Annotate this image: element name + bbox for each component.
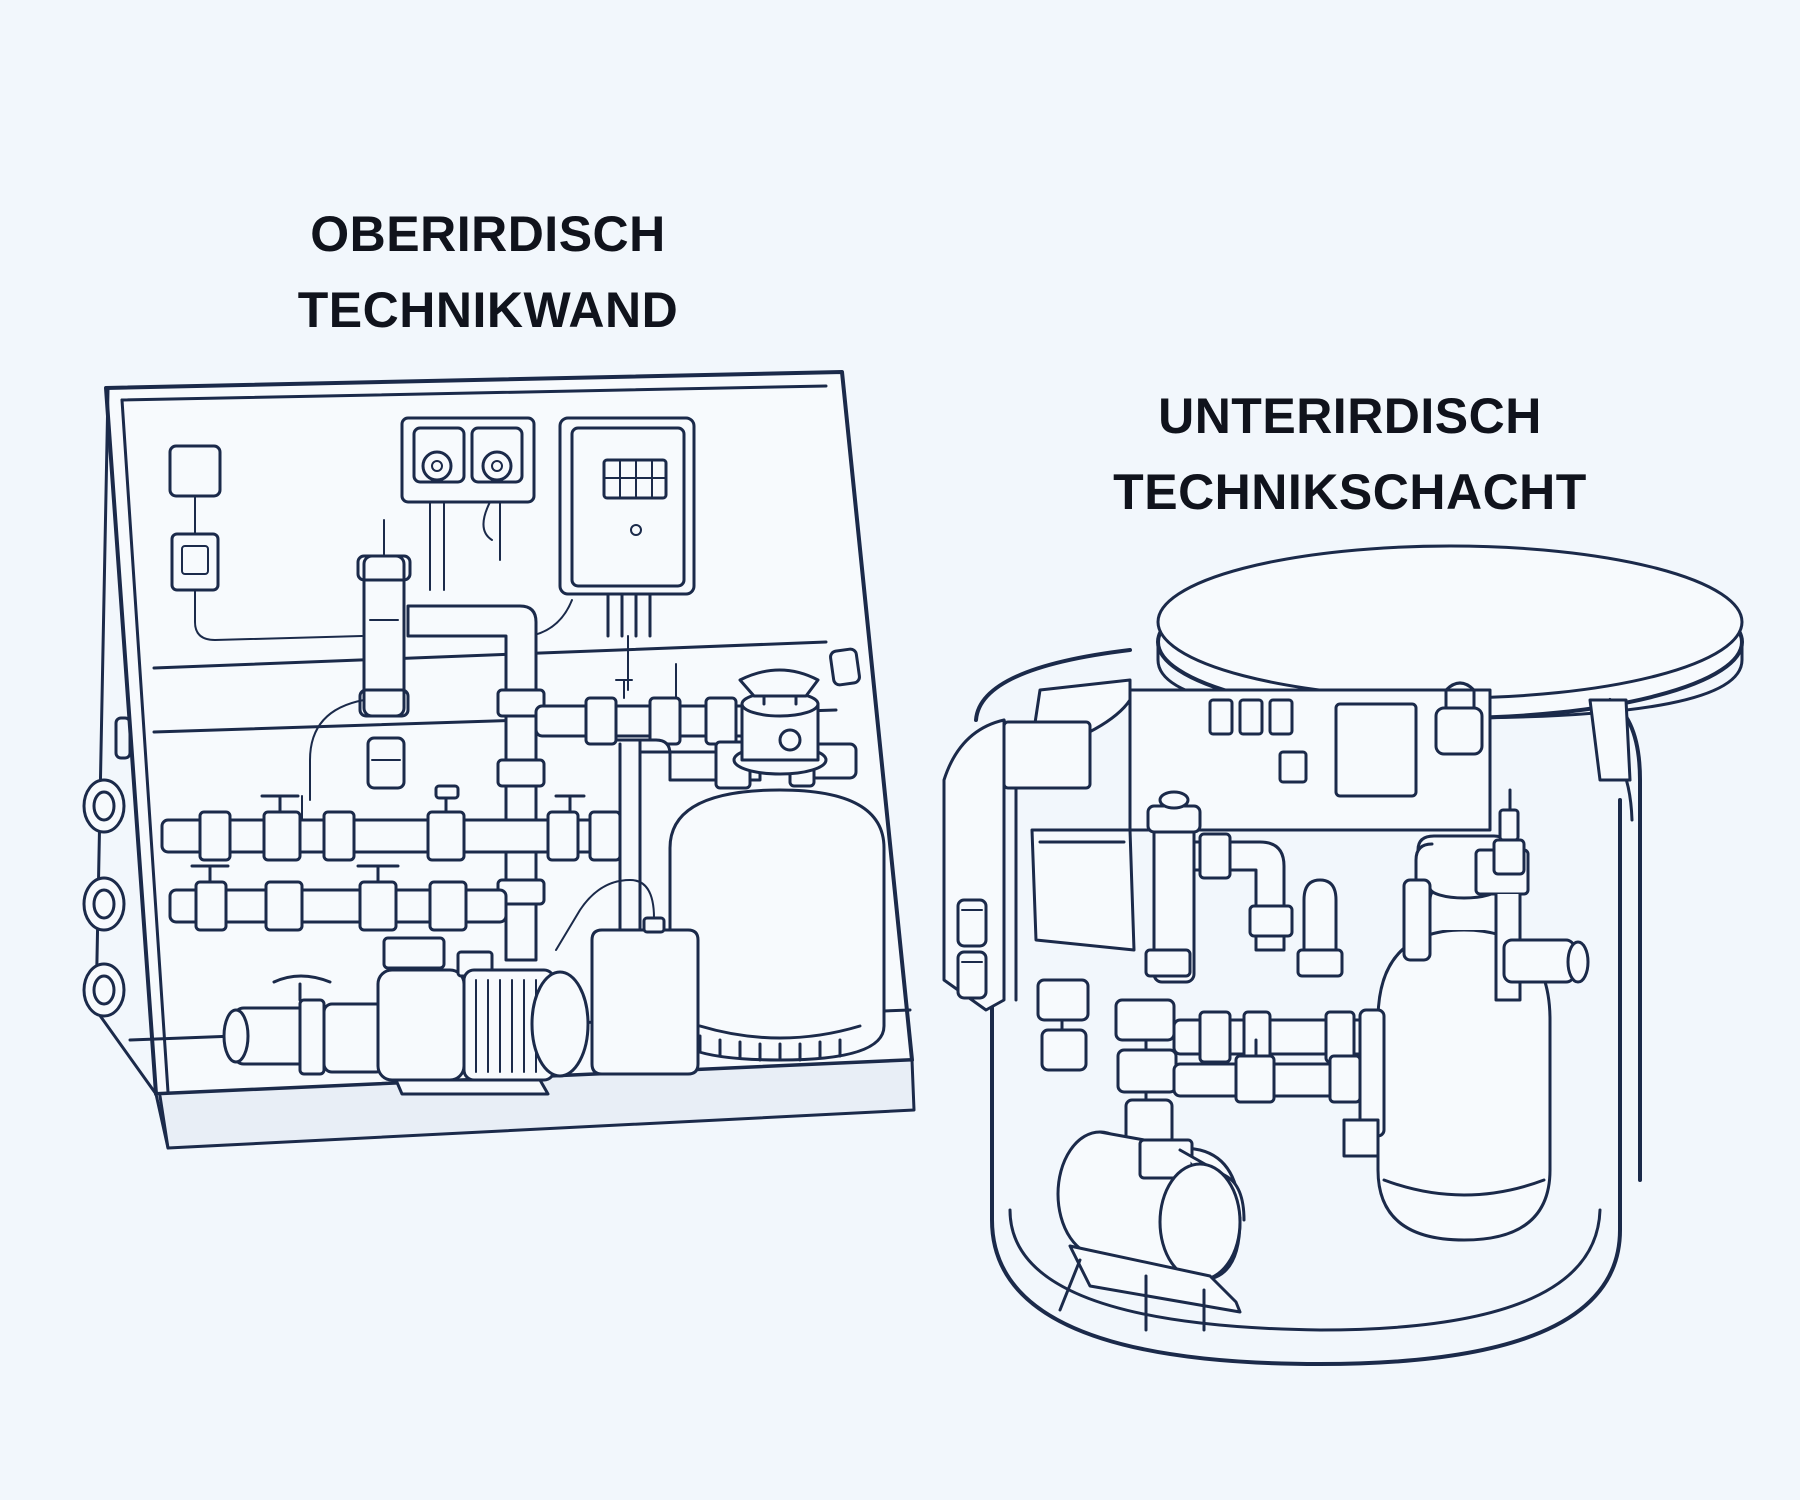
sand-filter-tank [668, 668, 886, 1062]
dosing-pumps [400, 416, 536, 591]
label-technikschacht-line1: UNTERIRDISCH [1158, 388, 1542, 444]
side-ports [82, 778, 126, 1018]
cartridge-filter [309, 519, 412, 801]
shaft-side-ports [956, 898, 988, 1000]
upper-pipe-line [160, 784, 634, 862]
controller-box [529, 416, 696, 691]
shaft-pump [1056, 1130, 1246, 1332]
technikschacht-illustration [942, 544, 1744, 1366]
chemical-canister [555, 879, 700, 1076]
technikwand-illustration [82, 370, 916, 1150]
lower-pipe-line [168, 864, 508, 932]
label-technikwand-line2: TECHNIKWAND [297, 282, 679, 338]
shaft-manifold [1172, 1010, 1416, 1104]
control-cabinet [1030, 828, 1136, 952]
power-supply [168, 444, 363, 641]
label-technikwand: OBERIRDISCH TECHNIKWAND [238, 196, 738, 348]
shaft-pipes [1036, 790, 1344, 1146]
shaft-lid [1156, 544, 1744, 720]
vertical-pipe [406, 604, 546, 962]
label-technikwand-line1: OBERIRDISCH [310, 206, 666, 262]
label-technikschacht: UNTERIRDISCH TECHNIKSCHACHT [1040, 378, 1660, 530]
shaft-sand-filter [1342, 788, 1590, 1242]
circulation-pump [222, 936, 590, 1096]
electrical-panel [1002, 681, 1492, 832]
label-technikschacht-line2: TECHNIKSCHACHT [1113, 464, 1587, 520]
